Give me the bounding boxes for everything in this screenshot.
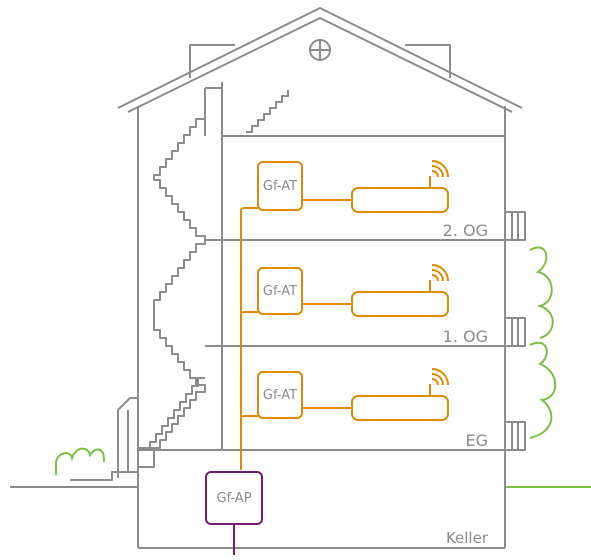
fiber-to-1og	[240, 311, 258, 315]
tree-right-lower	[529, 341, 557, 439]
router-eg	[351, 395, 449, 421]
tree-right	[529, 246, 554, 339]
balcony-2og	[504, 211, 526, 241]
porch-roof	[117, 397, 138, 411]
box-gf-at-1og	[257, 267, 303, 315]
box-gf-at-1og-label: Gf-AT	[263, 284, 297, 299]
bush-left	[55, 447, 105, 475]
wifi-signal-icon	[429, 368, 449, 396]
fiber-to-2og	[240, 207, 258, 211]
box-gf-ap-label: Gf-AP	[216, 491, 251, 506]
router-2og	[351, 187, 449, 213]
staircase-ground	[149, 377, 205, 450]
balcony-eg	[504, 421, 526, 451]
outside-steps	[70, 471, 138, 481]
balcony-1og	[504, 317, 526, 347]
floor-label-eg: EG	[465, 431, 488, 450]
wifi-signal-icon	[429, 264, 449, 292]
floor-label-2og: 2. OG	[443, 221, 488, 240]
roof-inner	[127, 17, 513, 113]
chimney-left	[189, 44, 235, 78]
staircase	[137, 118, 206, 450]
floor-label-1og: 1. OG	[443, 327, 488, 346]
round-window-icon	[309, 39, 331, 61]
staircase-attic	[246, 90, 289, 133]
box-gf-at-2og	[257, 161, 303, 211]
entrance-step	[138, 450, 155, 468]
fiber-to-eg	[240, 415, 258, 419]
box-gf-at-eg	[257, 371, 303, 419]
wifi-signal-icon	[429, 160, 449, 188]
roof-outer	[117, 7, 523, 109]
box-gf-at-eg-label: Gf-AT	[263, 388, 297, 403]
router-1og	[351, 291, 449, 317]
floor-label-keller: Keller	[446, 529, 489, 547]
box-gf-at-2og-label: Gf-AT	[263, 179, 297, 194]
chimney-right	[405, 44, 451, 78]
